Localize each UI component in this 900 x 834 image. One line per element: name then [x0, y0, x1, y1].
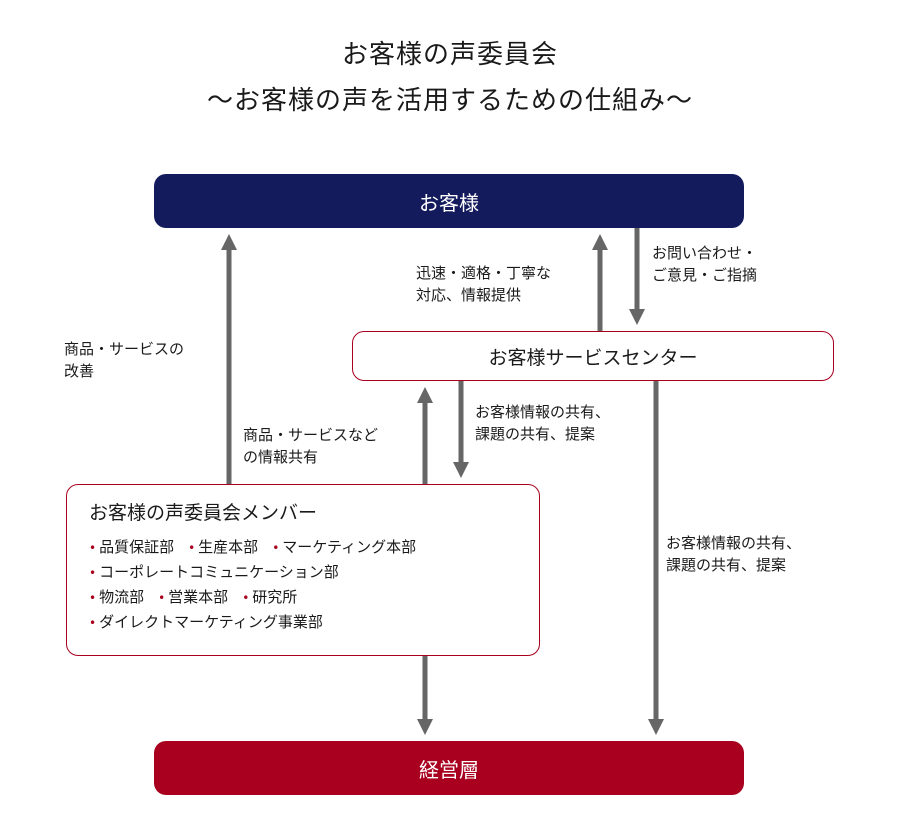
member-department: •生産本部 — [188, 538, 259, 556]
committee-box: お客様の声委員会メンバー •品質保証部 •生産本部 •マーケティング本部 •コーポレー… — [66, 484, 540, 656]
member-department: •コーポレートコミュニケーション部 — [89, 563, 339, 581]
member-department: •営業本部 — [158, 588, 229, 606]
label-prompt-response: 迅速・適格・丁寧な対応、情報提供 — [416, 264, 552, 304]
label-share-to-committee: お客様情報の共有、課題の共有、提案 — [475, 403, 611, 443]
customer-box: お客様 — [154, 174, 744, 228]
diagram-subtitle: ～お客様の声を活用するための仕組み～ — [206, 86, 693, 116]
committee-title: お客様の声委員会メンバー — [89, 502, 318, 524]
label-product-info-share: 商品・サービスなどの情報共有 — [243, 426, 379, 466]
service-center-box: お客様サービスセンター — [352, 331, 834, 381]
member-row: •品質保証部 •生産本部 •マーケティング本部 — [89, 535, 539, 560]
label-inquiries: お問い合わせ・ご意見・ご指摘 — [652, 244, 758, 284]
bullet-icon: • — [158, 591, 166, 605]
label-product-improvement: 商品・サービスの改善 — [64, 340, 185, 380]
member-department: •マーケティング本部 — [272, 538, 417, 556]
committee-member-list: •品質保証部 •生産本部 •マーケティング本部 •コーポレートコミュニケーション部 •物… — [89, 535, 539, 635]
bullet-icon: • — [188, 541, 196, 555]
bullet-icon: • — [89, 616, 97, 630]
diagram-title: お客様の声委員会 — [341, 40, 558, 70]
member-department: •品質保証部 — [89, 538, 175, 556]
management-box: 経営層 — [154, 741, 744, 795]
bullet-icon: • — [242, 591, 250, 605]
bullet-icon: • — [272, 541, 280, 555]
bullet-icon: • — [89, 566, 97, 580]
bullet-icon: • — [89, 591, 97, 605]
member-row: •ダイレクトマーケティング事業部 — [89, 610, 539, 635]
label-share-to-management: お客様情報の共有、課題の共有、提案 — [666, 534, 802, 574]
bullet-icon: • — [89, 541, 97, 555]
member-row: •コーポレートコミュニケーション部 — [89, 560, 539, 585]
member-department: •ダイレクトマーケティング事業部 — [89, 613, 323, 631]
member-department: •研究所 — [242, 588, 298, 606]
member-row: •物流部 •営業本部 •研究所 — [89, 585, 539, 610]
member-department: •物流部 — [89, 588, 145, 606]
